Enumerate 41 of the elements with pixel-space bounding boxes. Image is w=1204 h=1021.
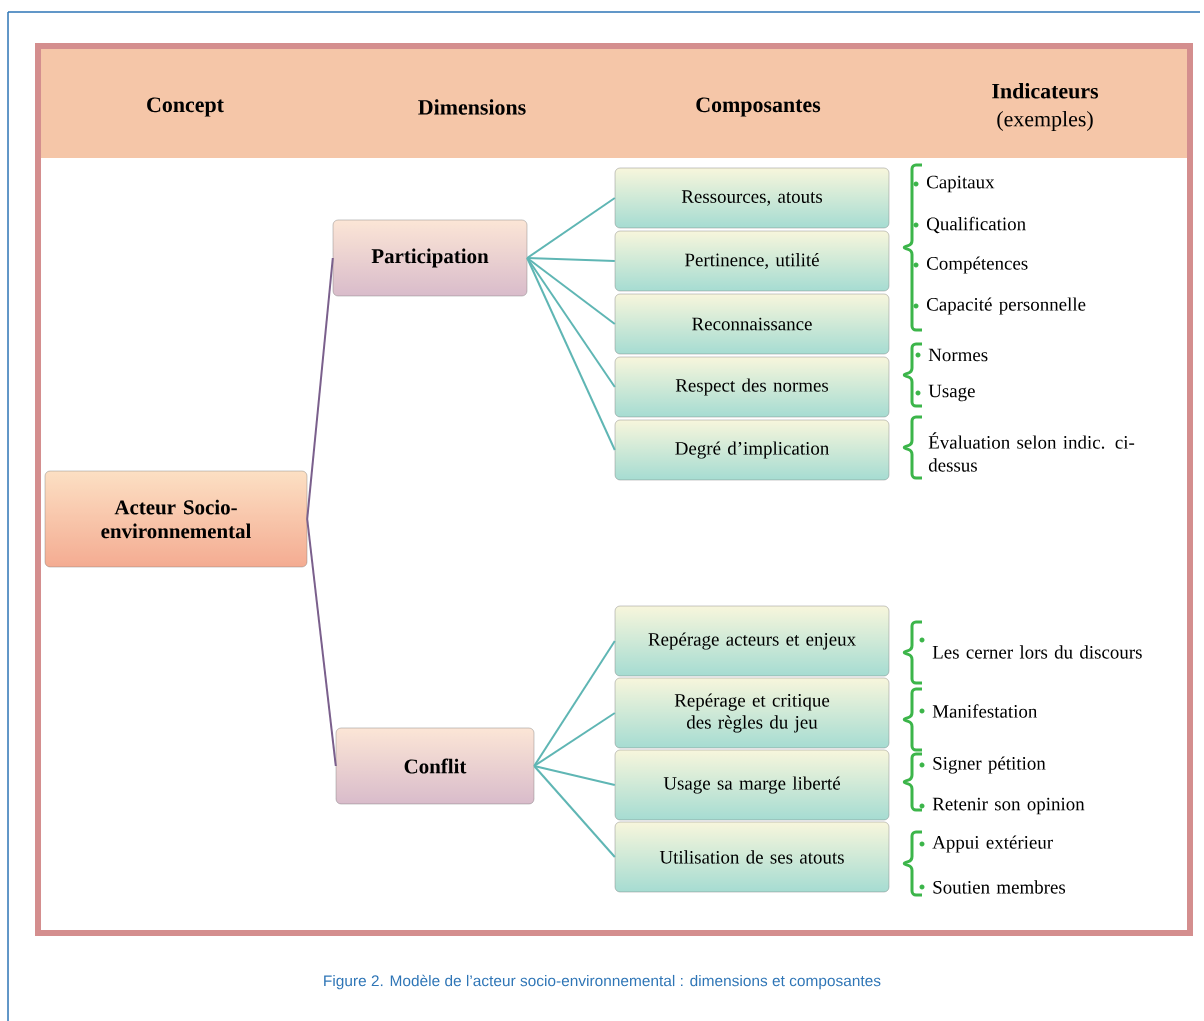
figure-caption: Figure 2. Modèle de l’acteur socio-environnemental : dimensions et composantes	[324, 974, 881, 990]
indicator-text: Manifestation	[919, 704, 1038, 718]
column-heading: Dimensions	[418, 99, 526, 115]
connector-line	[526, 257, 616, 325]
connector-line	[533, 712, 616, 767]
indicator-text: Retenir son opinion	[919, 797, 1085, 815]
indicator-text: Les cerner lors du discours	[919, 637, 1142, 659]
connector-line	[306, 518, 337, 767]
connector-line	[306, 257, 334, 520]
dimension-box: Conflit	[335, 727, 535, 805]
component-box: Pertinence, utilité	[614, 230, 890, 292]
column-heading: Composantes	[696, 97, 821, 117]
component-box: Utilisation de ses atouts	[614, 821, 890, 893]
dimension-box: Participation	[332, 219, 528, 297]
indicator-text: Qualification	[913, 216, 1026, 234]
indicator-text: Usage	[915, 384, 975, 402]
connector-line	[526, 257, 616, 262]
component-box: Degré d’implication	[614, 419, 890, 481]
component-box: Repérage acteurs et enjeux	[614, 605, 890, 677]
indicator-text: Soutien membres	[919, 880, 1066, 894]
connector-line	[526, 257, 616, 388]
component-box: Reconnaissance	[614, 293, 890, 355]
connector-line	[533, 765, 616, 858]
connector-line	[533, 640, 616, 767]
column-heading: Concept	[147, 97, 224, 117]
component-box: Respect des normes	[614, 356, 890, 418]
indicator-text: Évaluation selon indic. ci-dessus	[928, 432, 1135, 472]
connector-line	[526, 197, 616, 259]
indicator-text: Appui extérieur	[919, 835, 1053, 853]
connector-line	[533, 765, 616, 786]
indicator-text: Capitaux	[913, 175, 995, 193]
indicator-text: Signer pétition	[919, 756, 1046, 774]
indicator-text: Normes	[915, 348, 988, 362]
indicator-text: Capacité personnelle	[913, 297, 1086, 315]
indicator-text: Compétences	[913, 256, 1028, 274]
column-heading: Indicateurs (exemples)	[992, 83, 1099, 131]
component-box: Repérage et critique des règles du jeu	[614, 677, 890, 749]
component-box: Ressources, atouts	[614, 167, 890, 229]
component-box: Usage sa marge liberté	[614, 749, 890, 821]
connector-line	[526, 257, 616, 451]
concept-box: Acteur Socio-environnemental	[44, 470, 308, 568]
